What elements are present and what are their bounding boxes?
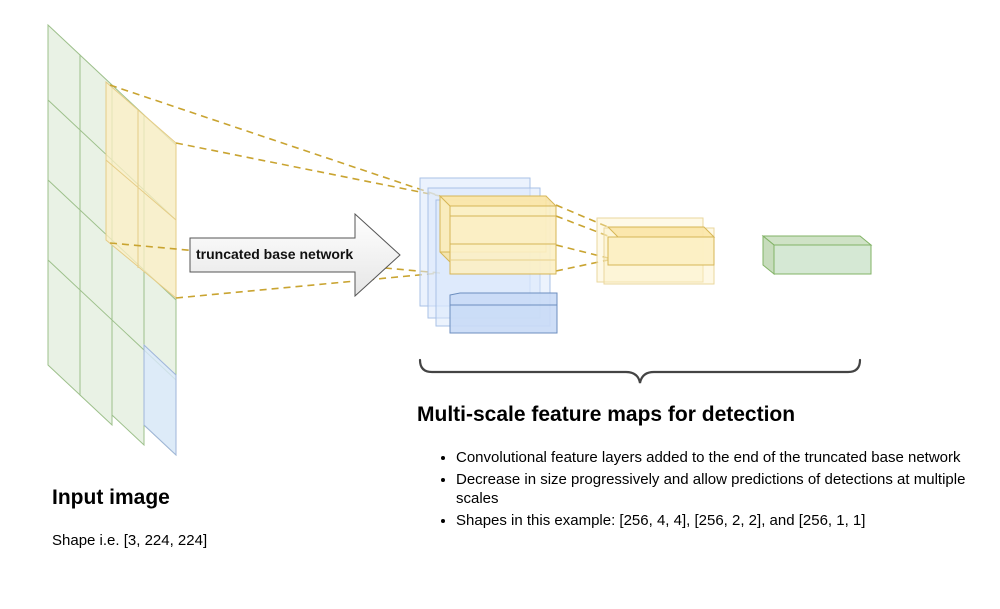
input-image-title: Input image [52, 486, 170, 509]
multiscale-bullet-list: Convolutional feature layers added to th… [436, 448, 976, 533]
truncated-base-network-label: truncated base network [196, 246, 354, 262]
feature-map-4x4 [419, 177, 558, 334]
bullet-item: Shapes in this example: [256, 4, 4], [25… [456, 511, 976, 530]
multiscale-title: Multi-scale feature maps for detection [417, 403, 796, 426]
feature-map-1x1 [761, 234, 873, 276]
feature-map-2x2 [596, 217, 716, 285]
bullet-item: Decrease in size progressively and allow… [456, 470, 976, 508]
input-image-stack [47, 23, 177, 457]
truncated-base-arrow [189, 212, 401, 298]
bullet-item: Convolutional feature layers added to th… [456, 448, 976, 467]
curly-brace [418, 358, 862, 384]
input-image-shape: Shape i.e. [3, 224, 224] [52, 532, 208, 549]
